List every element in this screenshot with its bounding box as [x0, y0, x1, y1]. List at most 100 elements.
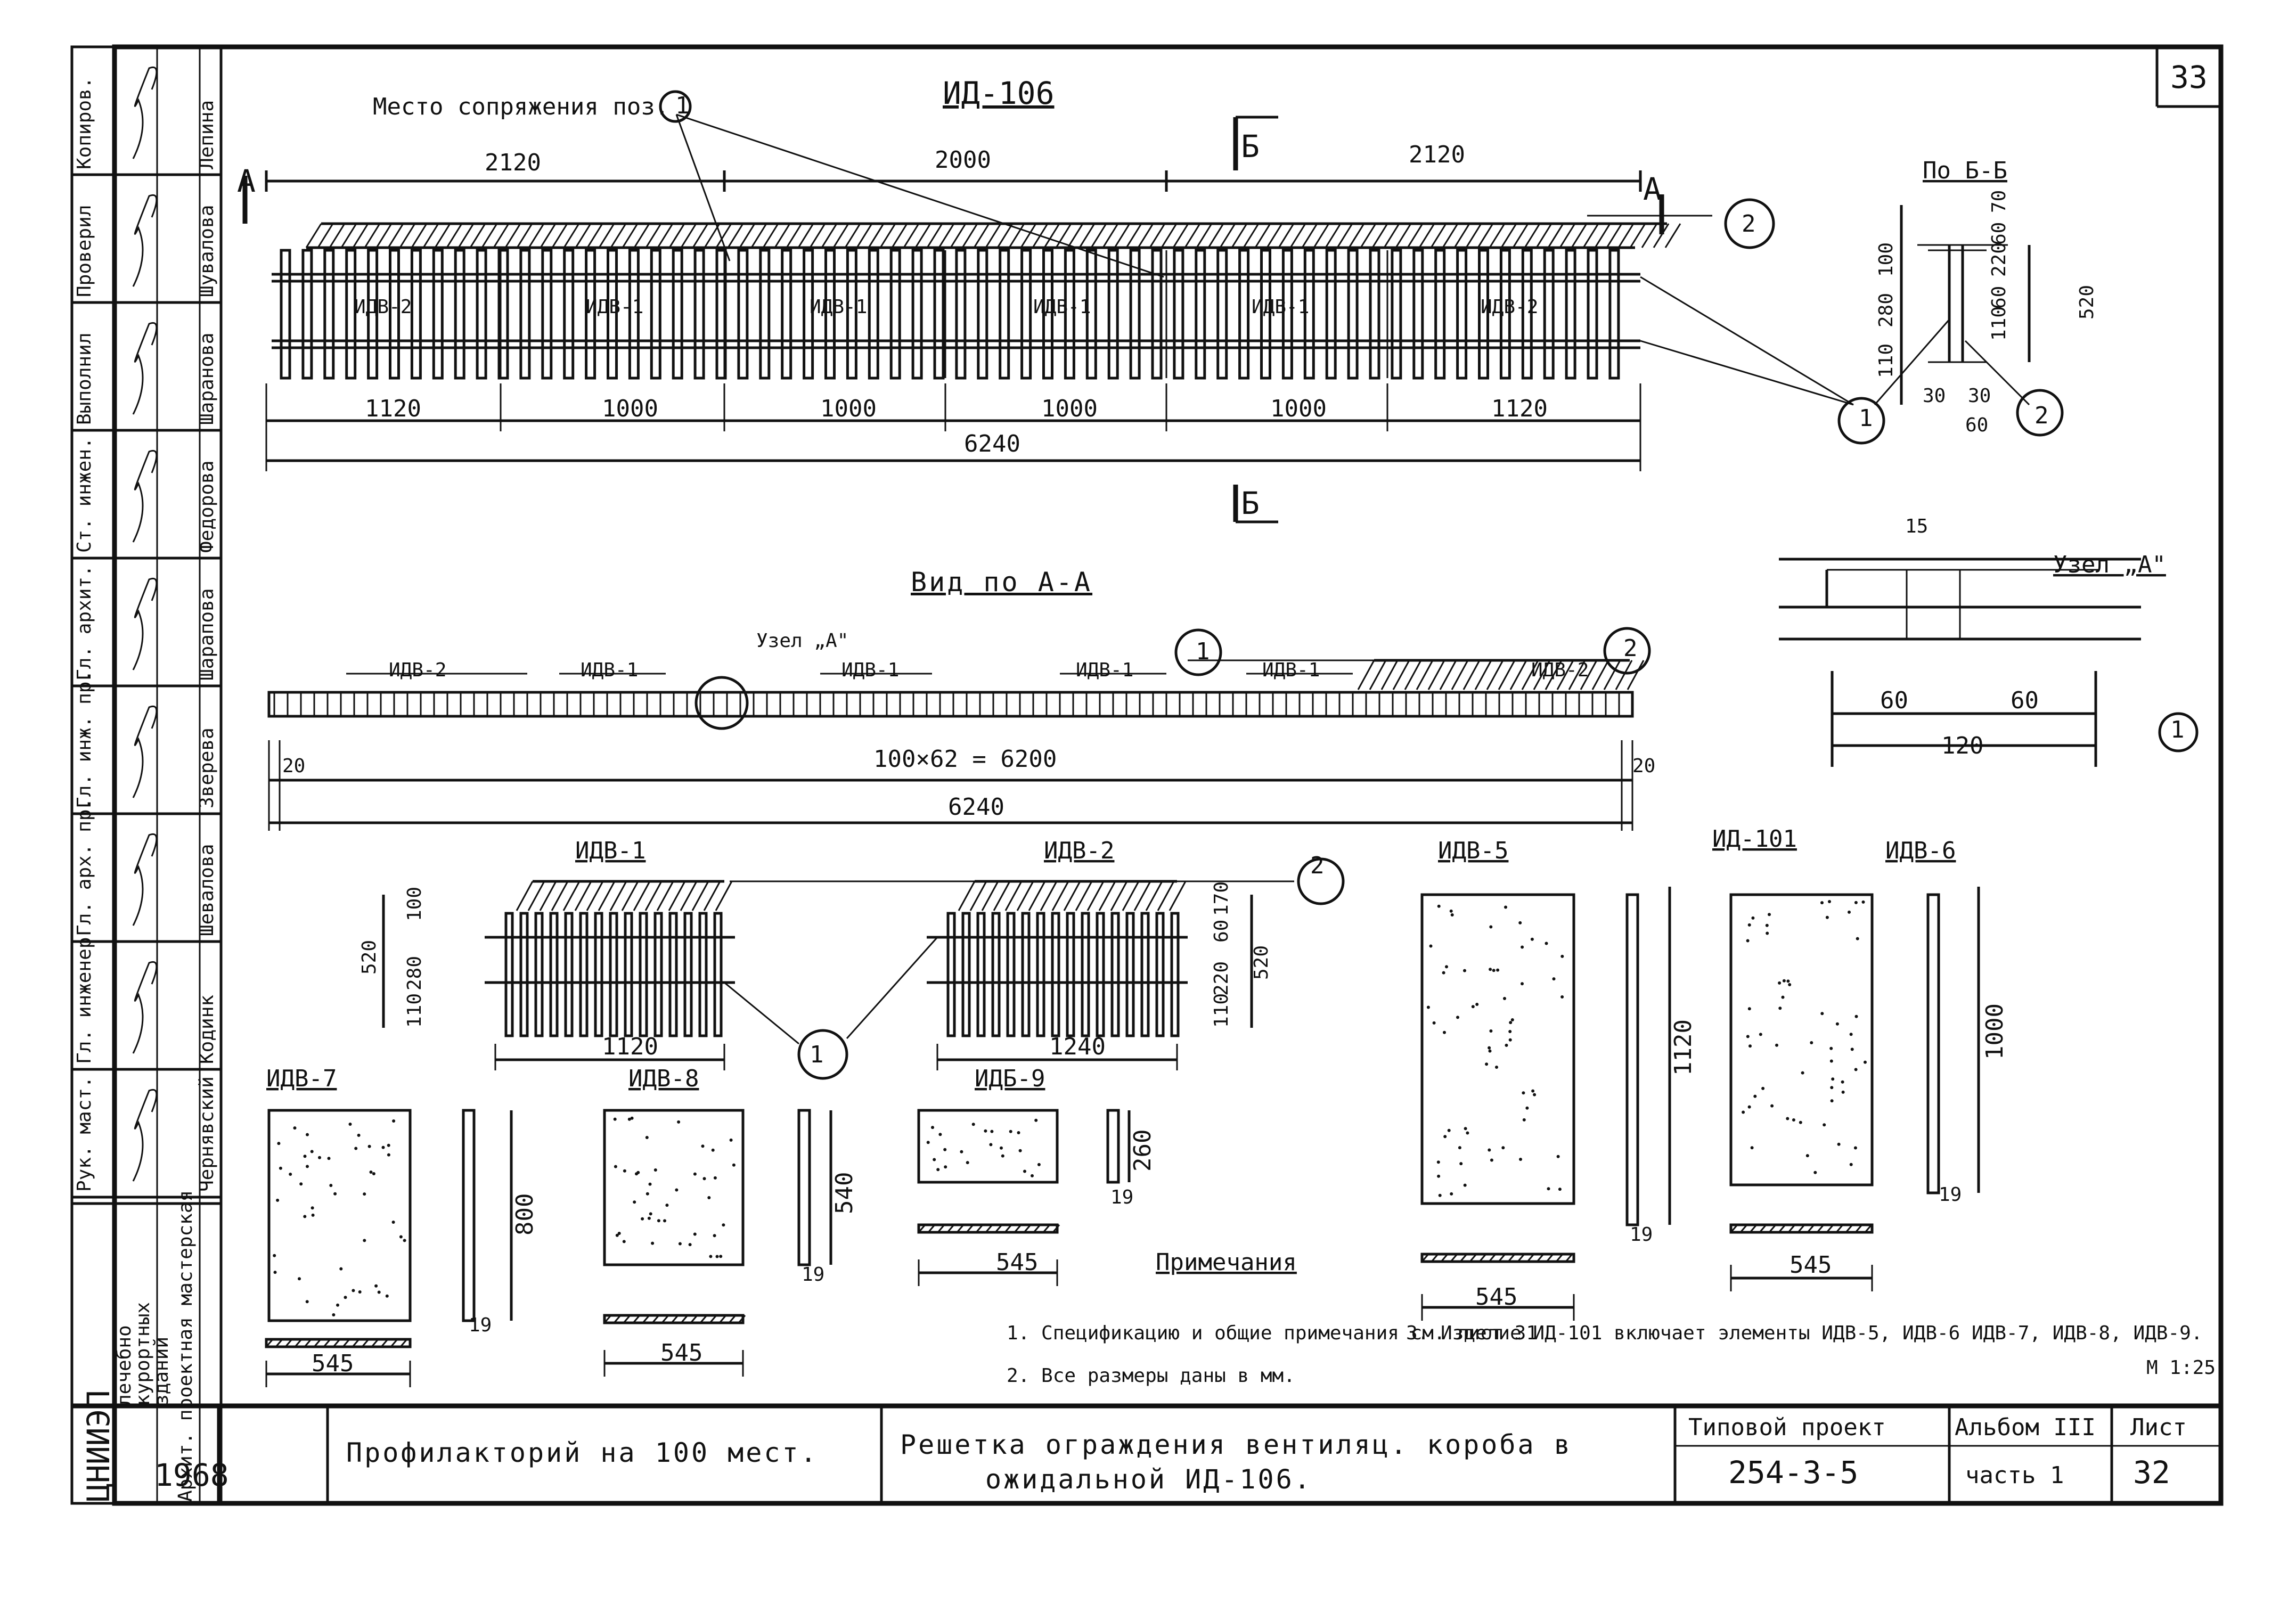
slat — [1543, 249, 1555, 380]
section-dim: 30 — [1968, 385, 1991, 407]
edge-hatch — [1778, 1224, 1786, 1233]
speckle — [1429, 944, 1433, 948]
edge-hatch — [632, 1315, 641, 1323]
signature-scribble — [132, 578, 158, 670]
hatch-stroke — [903, 223, 920, 248]
slat — [846, 249, 857, 380]
view-strip — [267, 691, 1634, 718]
edge-hatch — [1014, 1224, 1022, 1233]
speckle — [971, 1123, 975, 1126]
thickness: 19 — [1110, 1186, 1133, 1208]
speckle — [990, 1130, 994, 1133]
edge-hatch — [323, 1339, 331, 1347]
hatch-stroke — [1474, 660, 1492, 690]
signature-scribble — [132, 450, 158, 543]
hatch-stroke — [539, 881, 557, 911]
hatch-stroke — [1407, 223, 1424, 248]
edge-hatch — [1739, 1224, 1748, 1233]
speckle — [1799, 1120, 1802, 1124]
hatch-stroke — [1582, 223, 1599, 248]
speckle — [374, 1284, 378, 1288]
hatch-stroke — [1172, 223, 1189, 248]
speckle — [363, 1239, 366, 1242]
hatch-stroke — [981, 881, 999, 911]
speckle — [358, 1290, 362, 1294]
hatch-stroke — [411, 223, 428, 248]
speckle — [1778, 1006, 1782, 1010]
edge-hatch — [603, 1315, 612, 1323]
hatch-stroke — [993, 881, 1011, 911]
idv1-slat — [653, 912, 663, 1037]
edge-hatch — [975, 1224, 984, 1233]
speckle — [273, 1254, 276, 1257]
edge-hatch — [1536, 1254, 1545, 1262]
hatch-stroke — [574, 881, 592, 911]
hatch-stroke — [1427, 660, 1445, 690]
edge-hatch — [1052, 1224, 1060, 1233]
speckle — [1861, 900, 1865, 904]
slat — [1325, 249, 1337, 380]
hatch-stroke — [926, 223, 943, 248]
speckle — [333, 1192, 337, 1196]
speckle — [1813, 1171, 1817, 1174]
hatch-stroke — [469, 223, 486, 248]
idv7-edge-h — [265, 1338, 412, 1348]
hatch-stroke — [516, 223, 533, 248]
speckle — [1533, 1093, 1537, 1096]
speckle — [1456, 1016, 1459, 1019]
hatch-stroke — [1336, 223, 1353, 248]
idv2-slat — [961, 912, 971, 1037]
speckle — [1495, 1066, 1498, 1069]
speckle — [719, 1255, 723, 1258]
speckle — [665, 1204, 669, 1207]
hatch-stroke — [609, 881, 627, 911]
hatch-stroke — [375, 223, 393, 248]
hatch-stroke — [645, 223, 662, 248]
signature-scribble — [132, 67, 158, 159]
slat — [803, 249, 814, 380]
speckle — [1841, 1090, 1845, 1094]
slat — [1456, 249, 1468, 380]
hatch-stroke — [399, 223, 416, 248]
speckle — [944, 1165, 947, 1169]
speckle — [1508, 1030, 1512, 1033]
slat — [672, 249, 683, 380]
pos1-leader-b — [1640, 340, 1854, 406]
idv2-slat — [1110, 912, 1120, 1037]
speckle — [693, 1172, 697, 1176]
hatch-stroke — [1462, 660, 1481, 690]
speckle — [1830, 1099, 1834, 1103]
speckle — [701, 1144, 705, 1148]
hatch-stroke — [1559, 223, 1576, 248]
speckle — [989, 1143, 993, 1147]
speckle — [677, 1120, 681, 1124]
edge-hatch — [1749, 1224, 1758, 1233]
speckle — [357, 1133, 361, 1137]
hatch-stroke — [1016, 881, 1034, 911]
speckle — [651, 1241, 655, 1245]
hatch-stroke — [950, 223, 967, 248]
speckle — [1009, 1130, 1012, 1133]
speckle — [1556, 1155, 1560, 1158]
slat — [301, 249, 313, 380]
speckle — [1521, 982, 1524, 986]
edge-hatch — [937, 1224, 945, 1233]
slat — [1521, 249, 1533, 380]
idv1-slat — [639, 912, 648, 1037]
speckle — [641, 1217, 644, 1221]
hatch-stroke — [762, 223, 779, 248]
speckle — [391, 1221, 395, 1224]
speckle — [614, 1165, 617, 1168]
speckle — [646, 1192, 649, 1196]
speckle — [960, 1150, 963, 1153]
hatch-stroke — [1133, 881, 1151, 911]
hatch-stroke — [340, 223, 357, 248]
hatch-stroke — [1008, 223, 1025, 248]
hatch-stroke — [1110, 881, 1128, 911]
idv6-h: 1000 — [1981, 1003, 2008, 1060]
hatch-stroke — [1051, 881, 1069, 911]
hatch-stroke — [938, 223, 955, 248]
signature-scribble — [132, 833, 158, 926]
speckle — [1820, 1012, 1824, 1016]
speckle — [306, 1133, 309, 1136]
